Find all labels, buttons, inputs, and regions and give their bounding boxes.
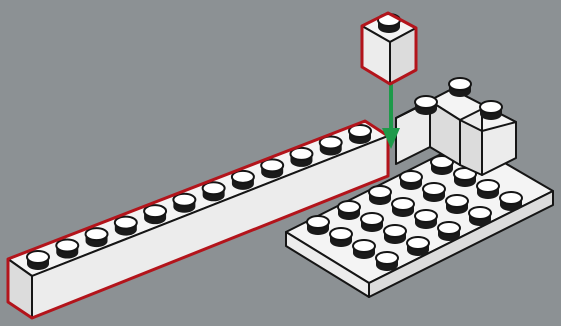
stud [406, 236, 430, 256]
stud [375, 251, 399, 271]
stud [230, 169, 255, 190]
stud [318, 135, 343, 156]
stud [437, 221, 461, 241]
stud [479, 100, 503, 120]
stud [399, 170, 423, 190]
stud [289, 146, 314, 167]
long-brick-1x12 [6, 119, 390, 320]
stud [84, 227, 109, 248]
stud [26, 250, 50, 270]
placement-arrow [382, 84, 400, 149]
stud [448, 77, 472, 97]
stud [55, 238, 80, 259]
stud [430, 155, 454, 175]
stud [143, 204, 168, 225]
plate-studs [306, 155, 523, 271]
stud [201, 181, 226, 202]
stud [383, 224, 407, 244]
tall-block-studs [414, 77, 503, 120]
stud [337, 200, 361, 220]
stud [414, 209, 438, 229]
base-plate [285, 140, 554, 298]
stud [260, 158, 285, 179]
single-brick-highlight [360, 11, 418, 86]
long-brick-studs [26, 124, 372, 270]
stud [360, 212, 384, 232]
stud [348, 124, 372, 144]
stud [499, 191, 523, 211]
stud [414, 95, 438, 115]
single-brick-1x1 [360, 11, 418, 86]
stud [453, 167, 477, 187]
stud [352, 239, 376, 259]
tall-block [395, 77, 517, 176]
stud [306, 215, 330, 235]
stud [329, 227, 353, 247]
stud [113, 215, 138, 236]
stud [368, 185, 392, 205]
stud [422, 182, 446, 202]
stud [476, 179, 500, 199]
stud [445, 194, 469, 214]
stud [172, 192, 197, 213]
long-brick-highlight [6, 119, 390, 320]
stud [391, 197, 415, 217]
stud [468, 206, 492, 226]
